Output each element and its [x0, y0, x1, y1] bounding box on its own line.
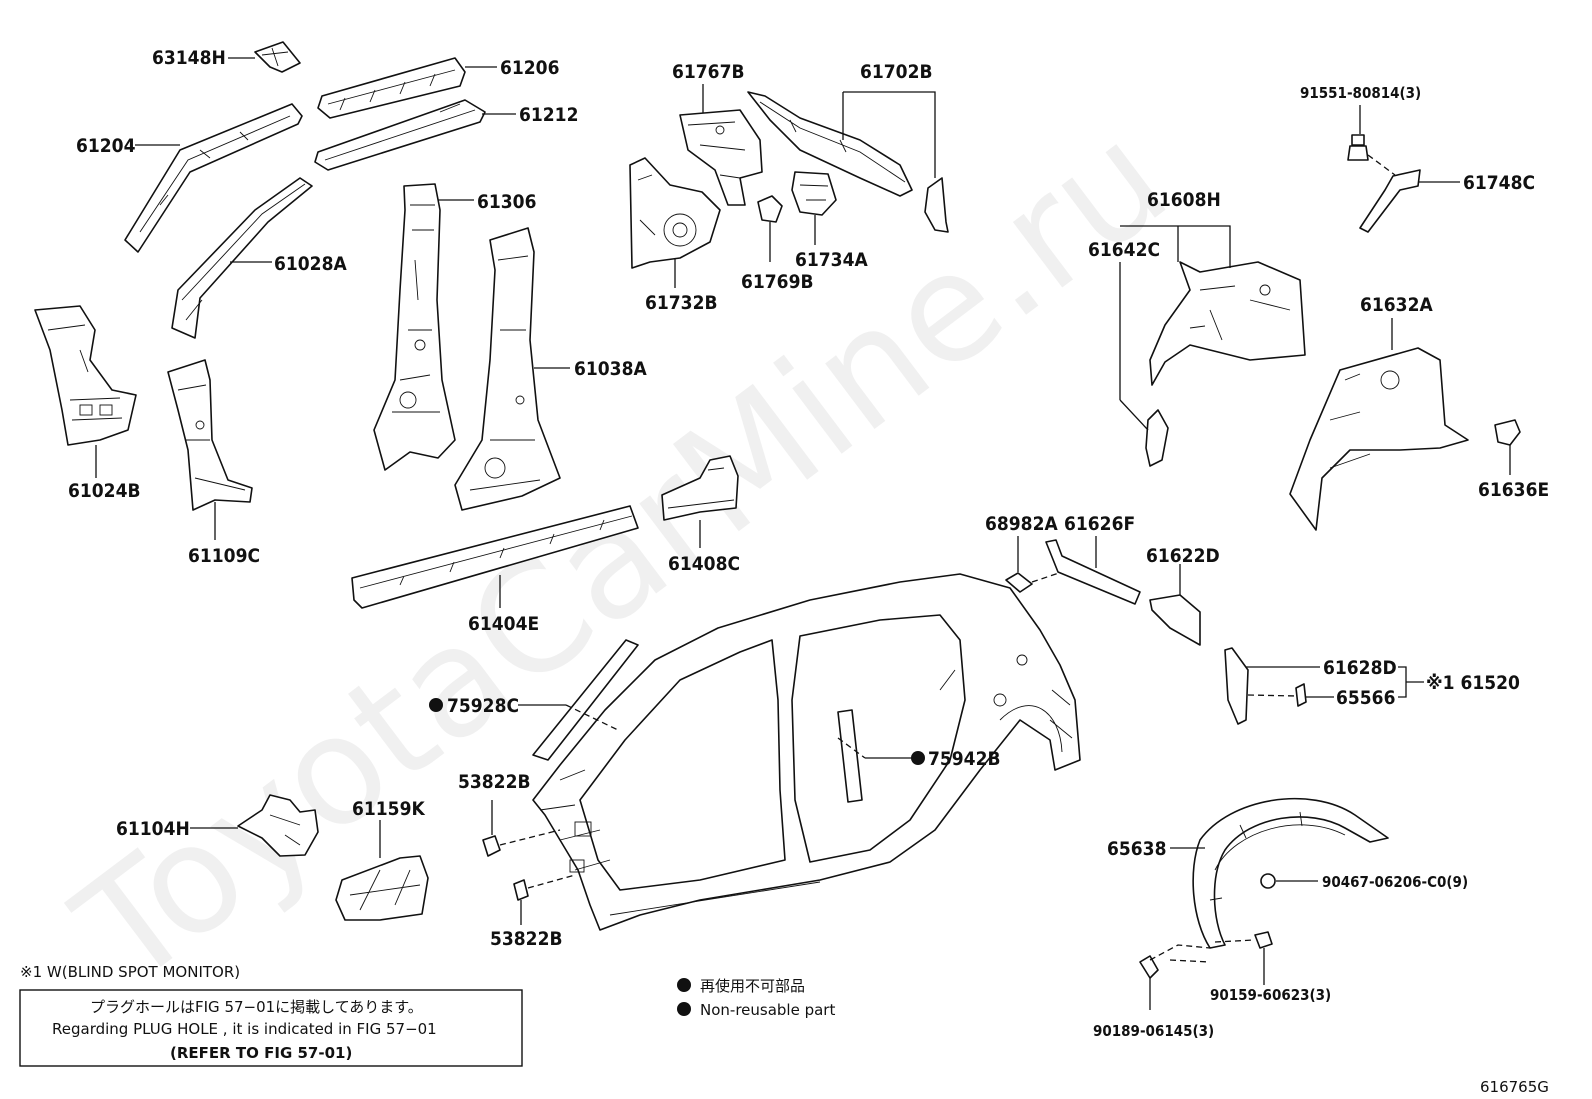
part-61734A[interactable] [791, 171, 837, 216]
label-61636E: 61636E [1478, 479, 1549, 501]
part-61608H[interactable] [1149, 261, 1306, 386]
label-90467: 90467-06206-C0(9) [1322, 873, 1468, 891]
label-61104H: 61104H [116, 818, 190, 840]
label-90159: 90159-60623(3) [1210, 986, 1331, 1004]
screw-90159[interactable] [1254, 931, 1273, 949]
label-61767B: 61767B [672, 61, 745, 83]
label-61028A: 61028A [274, 253, 347, 275]
label-61734A: 61734A [795, 249, 868, 271]
part-65566[interactable] [1295, 683, 1307, 707]
part-61622D[interactable] [1149, 594, 1201, 646]
part-61028A[interactable] [171, 177, 313, 339]
non-reusable-dot-75928C [429, 698, 443, 712]
part-61159K[interactable] [335, 855, 429, 921]
label-61024B: 61024B [68, 480, 141, 502]
label-61109C: 61109C [188, 545, 260, 567]
part-61024B[interactable] [34, 305, 137, 446]
non-reusable-dot-75942B [911, 751, 925, 765]
part-61732B[interactable] [629, 157, 721, 269]
footnote-blind-spot: ※1 W(BLIND SPOT MONITOR) [20, 963, 240, 981]
label-61748C: 61748C [1463, 172, 1535, 194]
label-61732B: 61732B [645, 292, 718, 314]
label-65638: 65638 [1107, 838, 1166, 860]
label-61622D: 61622D [1146, 545, 1220, 567]
legend-dot-en [677, 1002, 691, 1016]
part-61626F[interactable] [1045, 539, 1141, 605]
label-63148H: 63148H [152, 47, 226, 69]
part-61642C[interactable] [1145, 409, 1169, 467]
label-61702B: 61702B [860, 61, 933, 83]
part-75928C[interactable] [532, 639, 639, 761]
label-61038A: 61038A [574, 358, 647, 380]
part-61632A[interactable] [1289, 347, 1469, 531]
part-61748C[interactable] [1359, 169, 1421, 233]
part-65638[interactable] [1192, 797, 1389, 949]
part-68982A[interactable] [1005, 572, 1033, 593]
label-61520: ※1 61520 [1426, 672, 1520, 694]
label-65566: 65566 [1336, 687, 1395, 709]
part-61408C[interactable] [661, 455, 739, 521]
label-75942B: 75942B [928, 748, 1001, 770]
note-line-jp: プラグホールはFIG 57−01に掲載してあります。 [90, 998, 423, 1016]
label-61159K: 61159K [352, 798, 425, 820]
part-75942B[interactable] [837, 709, 863, 803]
legend-text-jp: 再使用不可部品 [700, 977, 805, 995]
label-75928C: 75928C [447, 695, 519, 717]
part-61404E[interactable] [351, 505, 639, 609]
part-61109C[interactable] [167, 359, 253, 511]
part-61204[interactable] [124, 103, 303, 253]
label-53822B-upper: 53822B [458, 771, 531, 793]
clip-90189[interactable] [1139, 955, 1159, 979]
label-68982A: 68982A [985, 513, 1058, 535]
legend-dot-jp [677, 978, 691, 992]
label-61408C: 61408C [668, 553, 740, 575]
label-61206: 61206 [500, 57, 559, 79]
clip-53822B-upper[interactable] [482, 835, 501, 857]
label-61204: 61204 [76, 135, 136, 157]
part-61206[interactable] [317, 57, 466, 119]
label-61306: 61306 [477, 191, 536, 213]
part-61306[interactable] [373, 183, 456, 471]
figure-id: 616765G [1480, 1078, 1549, 1096]
legend-text-en: Non-reusable part [700, 1001, 835, 1019]
label-61404E: 61404E [468, 613, 539, 635]
body-side-outer-panel[interactable] [532, 573, 1081, 931]
part-61038A[interactable] [454, 227, 561, 511]
bolt-91551[interactable] [1347, 134, 1369, 161]
label-61769B: 61769B [741, 271, 814, 293]
part-61636E[interactable] [1494, 419, 1521, 446]
label-61632A: 61632A [1360, 294, 1433, 316]
label-61642C: 61642C [1088, 239, 1160, 261]
part-61769B[interactable] [757, 195, 783, 223]
note-line-en: Regarding PLUG HOLE , it is indicated in… [52, 1020, 437, 1038]
part-63148H[interactable] [254, 41, 301, 73]
nut-90467[interactable] [1260, 873, 1276, 889]
clip-53822B-lower[interactable] [513, 879, 529, 901]
part-61212[interactable] [314, 99, 486, 171]
label-61212: 61212 [519, 104, 578, 126]
part-61702B[interactable] [747, 91, 949, 233]
label-61626F: 61626F [1064, 513, 1135, 535]
note-line-refer: (REFER TO FIG 57-01) [170, 1044, 352, 1062]
label-53822B-lower: 53822B [490, 928, 563, 950]
plug-hole-note-box [19, 989, 523, 1067]
part-61104H[interactable] [237, 794, 319, 857]
label-61608H: 61608H [1147, 189, 1221, 211]
part-61628D[interactable] [1224, 647, 1249, 725]
label-90189: 90189-06145(3) [1093, 1022, 1214, 1040]
label-61628D: 61628D [1323, 657, 1397, 679]
label-91551: 91551-80814(3) [1300, 84, 1421, 102]
part-61767B[interactable] [679, 109, 763, 206]
